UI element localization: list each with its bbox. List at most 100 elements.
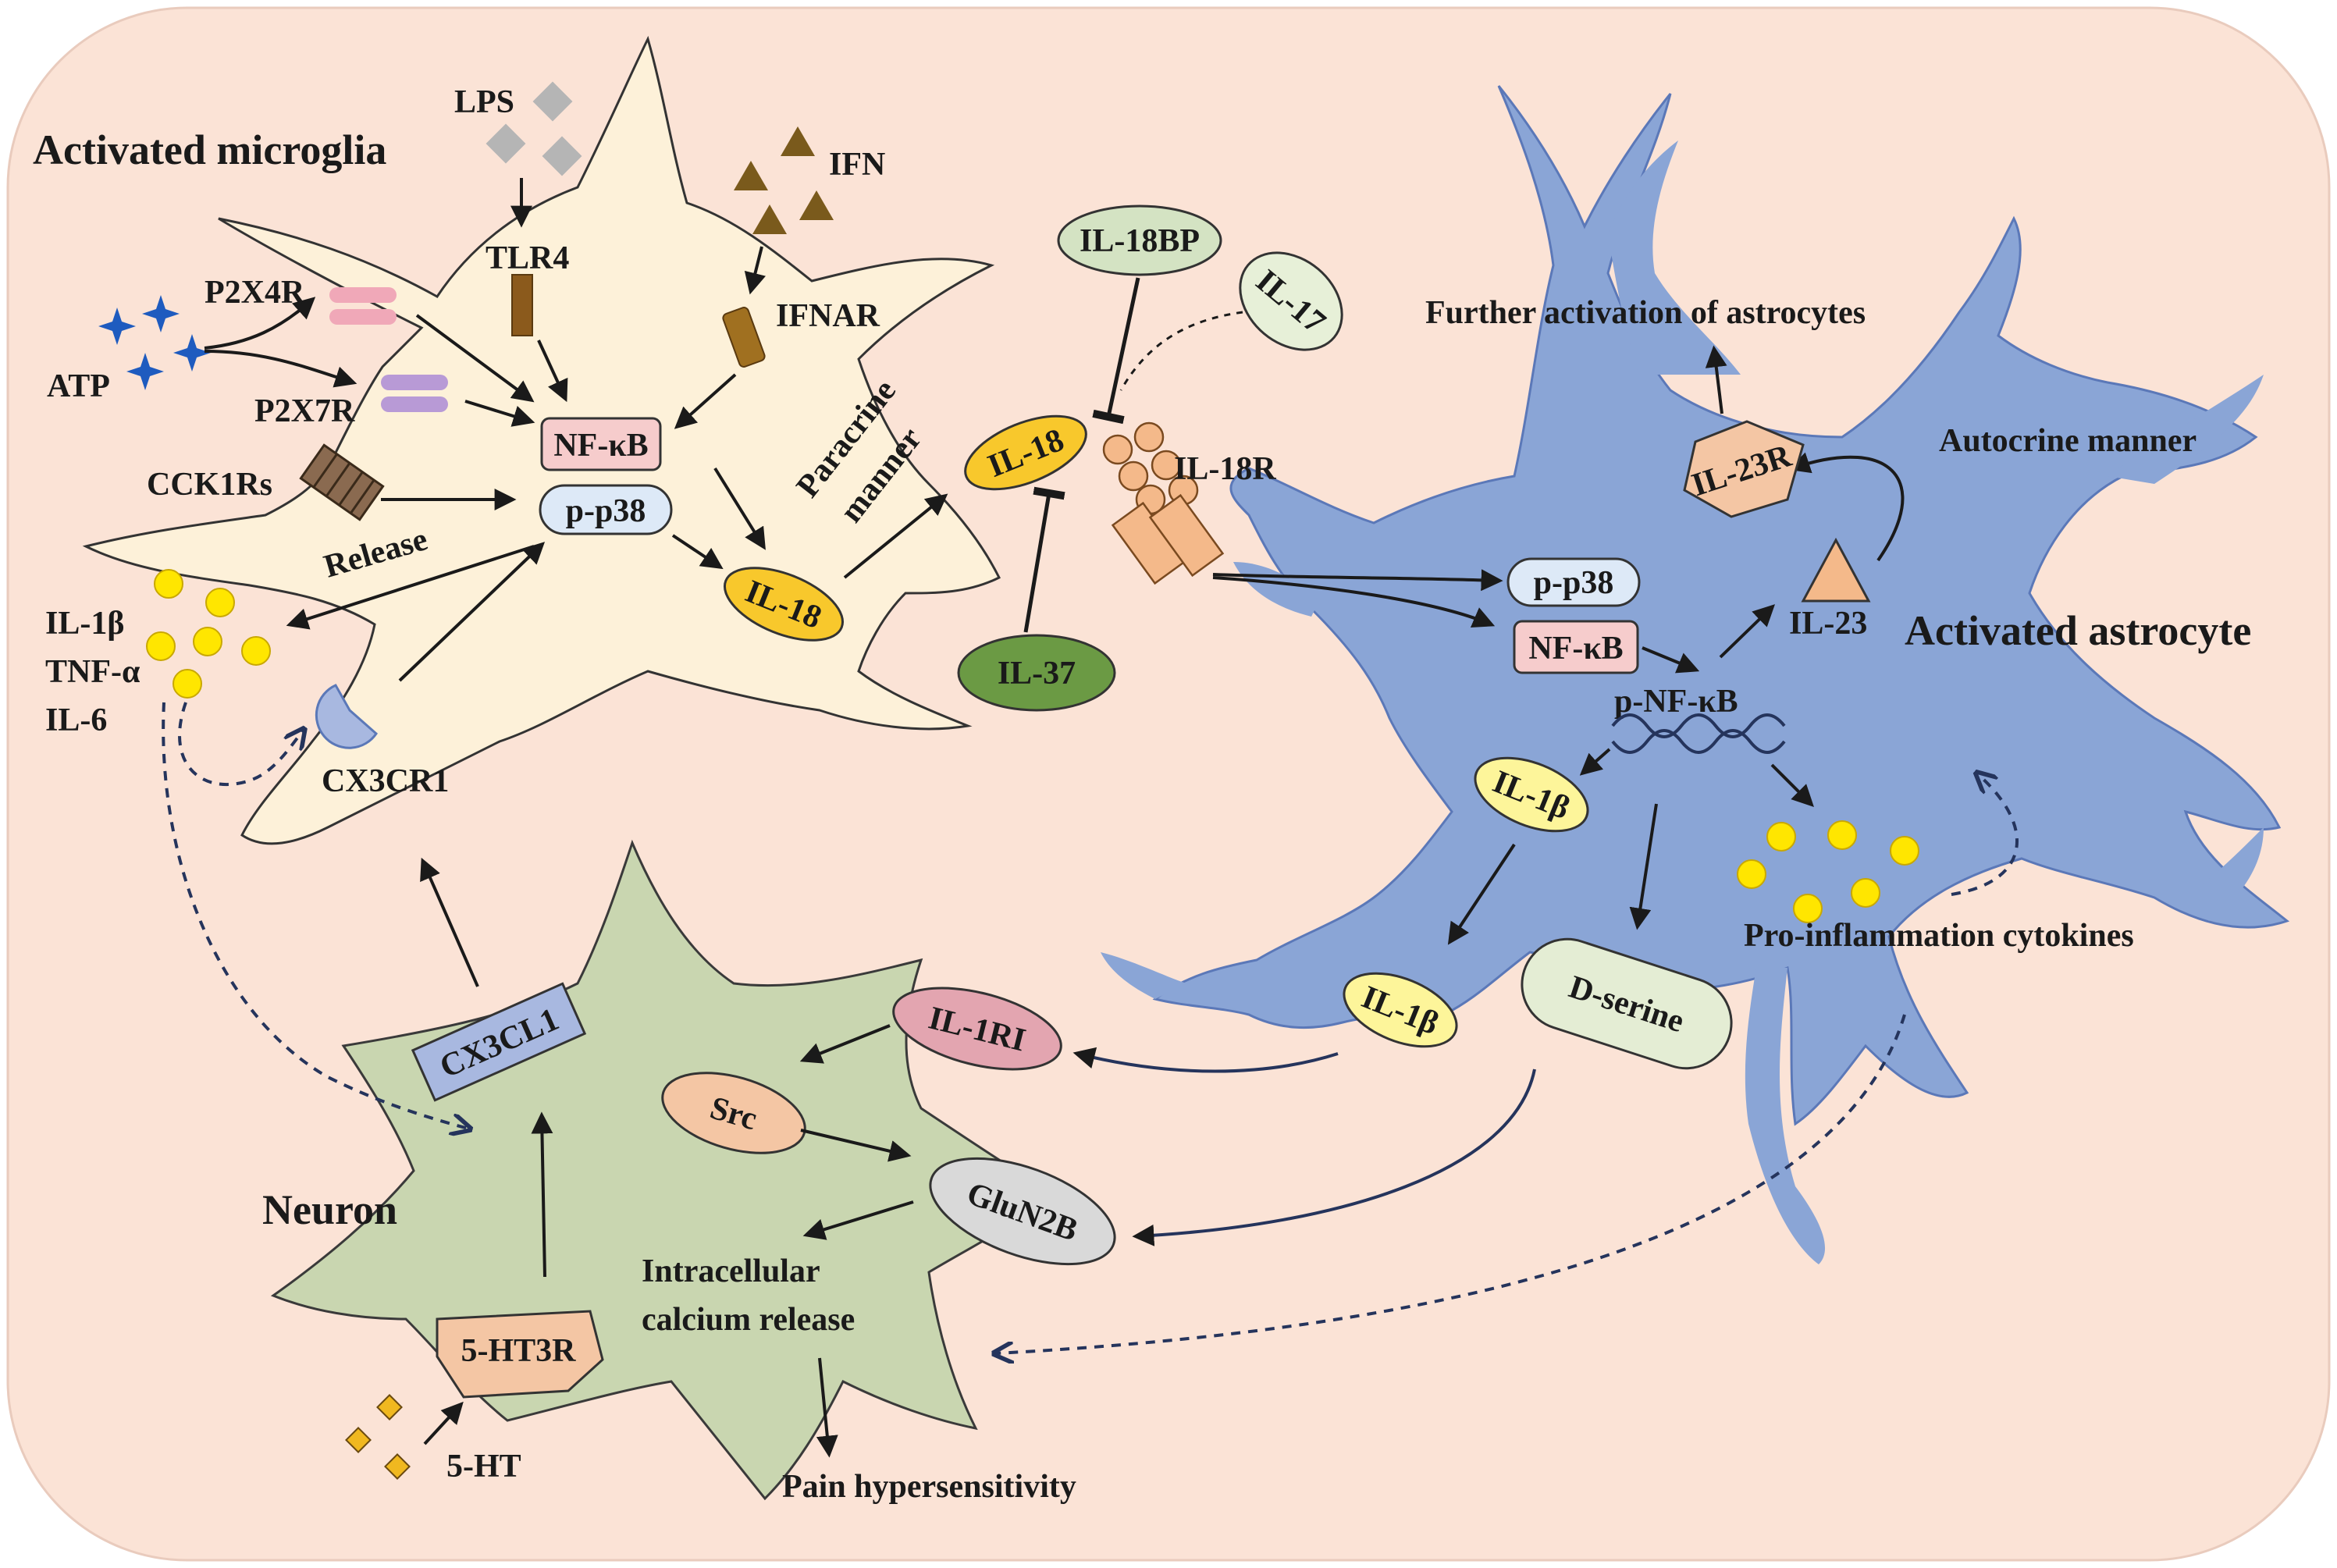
p2x7r-label: P2X7R	[254, 393, 355, 429]
p2x4r-label: P2X4R	[205, 275, 305, 311]
pp38-to-il18-arrow	[671, 534, 724, 570]
ifnar-receptor-icon	[722, 307, 766, 368]
ifn-to-ifnar-arrow	[744, 246, 767, 295]
serotonin-molecules	[345, 1394, 411, 1480]
paracrine-arrow	[843, 493, 948, 579]
pnfkb-to-cytokines-arrow	[1770, 763, 1814, 807]
il37-box	[957, 634, 1116, 712]
tlr4-label: TLR4	[486, 240, 569, 276]
proinflam-label: Pro-inflammation cytokines	[1744, 918, 2134, 954]
nfkb-to-pnfkb-arrow	[1642, 646, 1700, 674]
tlr4-receptor-icon	[511, 274, 533, 336]
il23r-receptor-icon	[1683, 420, 1805, 518]
dserine-box	[1521, 937, 1733, 1070]
cx3cl1-to-cx3cr1-arrow	[420, 857, 479, 987]
atp-to-p2x7r-arrow	[204, 350, 357, 388]
cx3cr1-label: CX3CR1	[322, 763, 449, 799]
calcium-label-line1: Intracellular	[642, 1253, 820, 1289]
src-to-glun2b-arrow	[800, 1129, 912, 1162]
il18r-receptor-icon	[1102, 421, 1225, 585]
il1b-release-arrow	[1447, 843, 1516, 945]
astrocyte-cell	[1101, 85, 2290, 1264]
ifnar-to-nfkb-arrow	[674, 373, 737, 429]
nfkb-microglia-label: NF-κB	[553, 428, 648, 464]
p2x4r-receptor-icon	[329, 287, 397, 325]
pnfkb-to-dserine-arrow	[1629, 803, 1658, 930]
ht3r-receptor-icon	[436, 1310, 604, 1399]
autocrine-arrow	[1787, 452, 1905, 562]
glun2b-to-calcium-arrow	[802, 1200, 914, 1240]
pnfkb-to-il1b-arrow	[1579, 748, 1611, 776]
dna-helix-icon	[1611, 713, 1786, 738]
lps-label: LPS	[454, 84, 514, 120]
dserine-to-glun2b-arrow	[1132, 1068, 1536, 1246]
nfkb-to-il18-arrow	[713, 467, 766, 550]
il18bp-inhibit-line	[1092, 277, 1140, 425]
il18bp-label: IL-18BP	[1080, 223, 1200, 259]
il23-triangle-icon	[1801, 537, 1871, 603]
cck1rs-label: CCK1Rs	[147, 467, 272, 503]
cytokine-dots-microglia	[146, 569, 271, 699]
calcium-label-line2: calcium release	[642, 1302, 855, 1338]
microglia-title: Activated microglia	[33, 126, 386, 173]
glun2b-box	[929, 1157, 1116, 1266]
p2x7r-receptor-icon	[381, 375, 448, 412]
il23r-to-further-activation-arrow	[1705, 345, 1727, 414]
nfkb-microglia-box	[540, 417, 662, 471]
serotonin-to-ht3r-arrow	[423, 1401, 464, 1445]
cytokine-dots-astrocyte	[1737, 820, 1919, 923]
atp-to-p2x4r-arrow	[204, 297, 316, 350]
cytokine-autocrine-dashed-arrow	[1951, 774, 2019, 896]
il18r-to-nfkb-arrow	[1212, 576, 1496, 628]
ifn-molecules	[734, 126, 834, 234]
pp38-astro-label: p-p38	[1534, 565, 1614, 601]
il18r-label: IL-18R	[1174, 451, 1276, 487]
il18r-to-pp38-arrow	[1212, 569, 1503, 592]
astrocyte-title: Activated astrocyte	[1905, 607, 2251, 654]
il18-free-box	[964, 414, 1087, 491]
nfkb-astro-label: NF-κB	[1528, 631, 1623, 667]
dna-helix-icon-strand2	[1611, 729, 1786, 754]
src-box	[661, 1072, 806, 1154]
ifnar-label: IFNAR	[776, 298, 880, 334]
cytokine-il6-label: IL-6	[45, 702, 107, 738]
il1b-astro-box	[1474, 756, 1589, 833]
neuron-title: Neuron	[262, 1186, 397, 1233]
atp-label: ATP	[47, 368, 110, 404]
il1ri-to-src-arrow	[799, 1024, 891, 1064]
p2x7r-to-nfkb-arrow	[464, 400, 535, 427]
cx3cl1-box	[411, 982, 587, 1102]
cck1rs-receptor-icon	[299, 443, 385, 521]
il37-label: IL-37	[998, 656, 1076, 692]
pain-label: Pain hypersensitivity	[782, 1469, 1076, 1505]
further-activation-label: Further activation of astrocytes	[1425, 295, 1866, 331]
pnfkb-label: p-NF-κB	[1614, 684, 1738, 720]
astrocyte-to-neuron-dashed-arrow	[996, 1014, 1906, 1353]
il1b-to-il1ri-arrow	[1072, 1047, 1339, 1073]
il17-box	[1239, 251, 1343, 351]
p2x4r-to-nfkb-arrow	[415, 314, 535, 403]
cytokine-tnfa-label: TNF-α	[45, 654, 141, 690]
pp38-microglia-label: p-p38	[566, 493, 646, 529]
cytokine-to-cx3cr1-dashed-arrow	[178, 702, 303, 786]
release-arrow	[286, 545, 535, 630]
atp-molecules	[98, 295, 211, 390]
serotonin-label: 5-HT	[446, 1449, 521, 1484]
nfkb-astro-box	[1513, 620, 1639, 674]
ifn-label: IFN	[829, 147, 885, 183]
autocrine-label: Autocrine manner	[1939, 423, 2196, 459]
il1ri-box	[892, 987, 1062, 1071]
il23-label: IL-23	[1789, 606, 1867, 642]
tlr4-to-nfkb-arrow	[537, 340, 568, 403]
il37-inhibit-line	[1023, 486, 1065, 633]
il17-dashed-link	[1119, 311, 1243, 391]
lps-molecules	[486, 81, 582, 176]
cx3cr1-receptor-icon	[315, 684, 378, 749]
il18-microglia-box	[723, 567, 845, 642]
pp38-microglia-box	[539, 484, 673, 535]
ht3r-to-cx3cl1-arrow	[531, 1111, 553, 1278]
cytokine-il1b-label: IL-1β	[45, 606, 124, 642]
cx3cr1-to-pp38-arrow	[398, 542, 546, 682]
il18bp-box	[1057, 204, 1222, 276]
